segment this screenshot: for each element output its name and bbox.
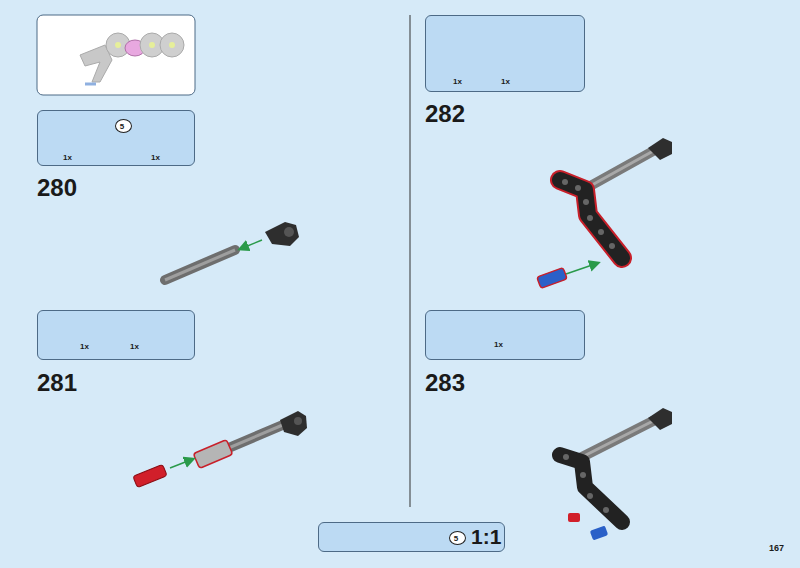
step-number: 280: [37, 174, 77, 202]
step-280-model: [165, 222, 299, 280]
count-circle: 5: [115, 119, 132, 133]
step-number: 283: [425, 369, 465, 397]
step-283-model: [560, 408, 672, 540]
quantity-text: 1x: [501, 77, 510, 86]
quantity-text: 1x: [80, 342, 89, 351]
quantity-text: 1x: [453, 77, 462, 86]
parts-box: 1x 1x 5: [37, 110, 195, 166]
count-number: 5: [116, 122, 128, 131]
scale-text: 1:1: [471, 525, 501, 549]
step-number: 282: [425, 100, 465, 128]
parts-box: 1x 1x: [37, 310, 195, 360]
count-number: 5: [450, 534, 462, 543]
quantity-text: 1x: [130, 342, 139, 351]
quantity-text: 1x: [494, 340, 503, 349]
parts-box: 1x: [425, 310, 585, 360]
quantity-text: 1x: [63, 153, 72, 162]
step-number: 281: [37, 369, 77, 397]
scale-box: 1:1 5: [318, 522, 505, 552]
quantity-text: 1x: [151, 153, 160, 162]
count-circle: 5: [449, 531, 466, 545]
step-281-model: [133, 411, 307, 488]
parts-box: 1x 1x: [425, 15, 585, 92]
page-number: 167: [769, 543, 784, 553]
divider-line: [410, 15, 411, 507]
step-282-model: [537, 138, 672, 288]
preview-box: [37, 15, 195, 95]
